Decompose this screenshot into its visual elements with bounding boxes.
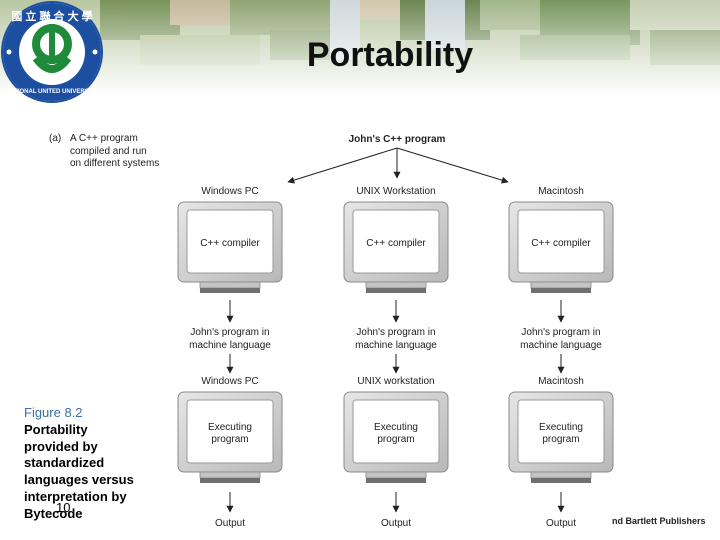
screen-text: C++ compiler (531, 238, 591, 249)
screen-text: C++ compiler (200, 238, 260, 249)
banner-foliage (0, 0, 720, 95)
screen-text: C++ compiler (366, 238, 426, 249)
figure-caption: Figure 8.2 Portability provided by stand… (24, 405, 164, 523)
screen-text: program (211, 434, 248, 445)
machine-code-label: machine language (520, 340, 602, 351)
monitor-screen (352, 399, 440, 464)
logo-emblem (32, 24, 72, 73)
part-description-line: compiled and run (70, 145, 147, 157)
screen-text: Executing (208, 422, 252, 433)
compiler-monitor: C++ compiler (508, 201, 614, 293)
machine-code-label: John's program in (356, 327, 435, 338)
publisher-credit: nd Bartlett Publishers (612, 516, 706, 526)
runtime-system-label: Windows PC (201, 376, 258, 387)
header-banner (0, 0, 720, 95)
system-label: Windows PC (201, 186, 258, 197)
monitor-screen (517, 209, 605, 274)
output-label: Output (381, 518, 411, 529)
output-label: Output (215, 518, 245, 529)
caption-line: standardized (24, 455, 105, 471)
machine-code-label: machine language (355, 340, 437, 351)
university-logo: 國 立 聯 合 大 學 NATIONAL UNITED UNIVERSITY (1, 1, 103, 103)
monitor-neck (365, 281, 427, 289)
monitor-neck (365, 471, 427, 479)
monitor-screen (186, 209, 274, 274)
slide-title: Portability (306, 36, 474, 74)
monitor-neck (199, 471, 261, 479)
caption-line: languages versus (24, 472, 134, 488)
system-label: UNIX Workstation (356, 186, 435, 197)
output-label: Output (546, 518, 576, 529)
monitor-neck (199, 281, 261, 289)
monitor-screen (186, 399, 274, 464)
machine-code-label: John's program in (521, 327, 600, 338)
figure-number: Figure 8.2 (24, 405, 83, 420)
caption-line: Bytecode (24, 505, 83, 521)
part-description: A C++ program compiled and run on differ… (70, 133, 190, 171)
screen-text: Executing (374, 422, 418, 433)
source-arrow-left (287, 147, 398, 184)
monitor-neck (530, 471, 592, 479)
compiler-monitor: C++ compiler (177, 201, 283, 293)
page-number: 10 (56, 500, 71, 515)
monitor-base (366, 288, 426, 293)
monitor-base (200, 288, 260, 293)
caption-line: provided by (24, 438, 98, 454)
part-description-line: A C++ program (70, 133, 138, 144)
runtime-system-label: Macintosh (538, 376, 584, 387)
monitor-base (366, 478, 426, 483)
screen-text: program (542, 434, 579, 445)
source-program-label: John's C++ program (349, 134, 446, 145)
system-label: Macintosh (538, 186, 584, 197)
monitor-base (531, 288, 591, 293)
monitor-neck (530, 281, 592, 289)
monitor-screen (517, 399, 605, 464)
monitor-base (200, 478, 260, 483)
machine-code-label: John's program in (190, 327, 269, 338)
runtime-system-label: UNIX workstation (357, 376, 434, 387)
compiler-monitor: C++ compiler (343, 201, 449, 293)
caption-line: interpretation by (24, 488, 127, 504)
monitor-base (531, 478, 591, 483)
part-label: (a) (49, 133, 62, 144)
svg-text:NATIONAL UNITED UNIVERSITY: NATIONAL UNITED UNIVERSITY (6, 89, 98, 95)
part-description-line: on different systems (70, 158, 160, 169)
svg-text:國 立 聯 合 大 學: 國 立 聯 合 大 學 (11, 9, 92, 23)
source-arrow-right (396, 147, 509, 184)
caption-line: Portability (24, 421, 88, 437)
machine-code-label: machine language (189, 340, 271, 351)
monitor-screen (352, 209, 440, 274)
screen-text: program (377, 434, 414, 445)
screen-text: Executing (539, 422, 583, 433)
